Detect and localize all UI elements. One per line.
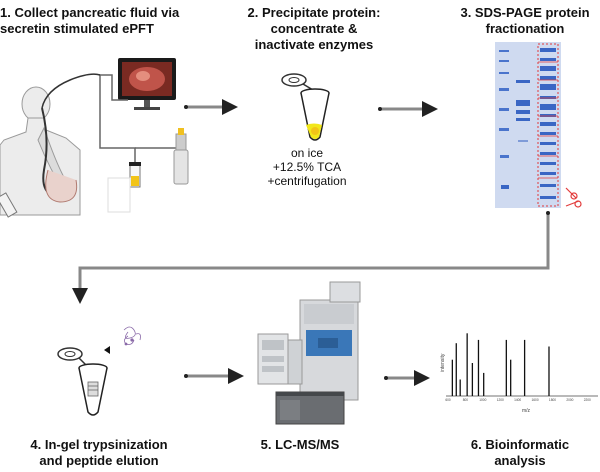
mass-spectrum-chart: intensity m/z 600 800 1000 1200 1400 1600 1800… xyxy=(440,333,598,414)
step4-title-line2: and peptide elution xyxy=(39,453,159,468)
arrow-step1-to-step2 xyxy=(184,99,238,115)
gel-lane-sample1 xyxy=(516,80,530,142)
step3-title-line1: 3. SDS-PAGE protein xyxy=(460,5,590,20)
step6-title: 6. Bioinformatic analysis xyxy=(460,437,580,469)
step6-title-line1: 6. Bioinformatic xyxy=(470,437,570,452)
spectrum-tick-label: 1000 xyxy=(479,398,486,402)
endoscopy-illustration xyxy=(0,58,189,218)
step5-title: 5. LC-MS/MS xyxy=(245,437,355,453)
lc-ms-instrument xyxy=(257,281,361,425)
spectrum-ylabel: intensity xyxy=(440,353,446,372)
syringe-icon xyxy=(0,192,18,218)
note-on-ice: on ice xyxy=(290,146,324,160)
note-tca: +12.5% TCA xyxy=(272,160,342,174)
step2-title-line1: 2. Precipitate protein: xyxy=(247,5,381,20)
step2-title: 2. Precipitate protein: concentrate & in… xyxy=(224,5,404,53)
gel-slice-icon xyxy=(87,381,99,397)
digestion-tube-illustration xyxy=(57,326,141,416)
precipitation-tube-illustration xyxy=(281,73,330,141)
gel-lane-sample2 xyxy=(540,48,556,199)
step1-title-line1: 1. Collect pancreatic fluid via xyxy=(0,5,180,20)
precipitation-notes: on ice +12.5% TCA +centrifugation xyxy=(262,146,352,188)
sds-page-gel xyxy=(495,42,582,208)
spectrum-tick-label: 1600 xyxy=(532,398,539,402)
spectrum-tick-label: 2200 xyxy=(584,398,591,402)
step3-title: 3. SDS-PAGE protein fractionation xyxy=(450,5,600,37)
note-centrifugation: +centrifugation xyxy=(267,174,347,188)
spectrum-tick-label: 600 xyxy=(445,398,451,402)
spectrum-tick-label: 1800 xyxy=(549,398,556,402)
step4-title-line1: 4. In-gel trypsinization xyxy=(30,437,168,452)
step4-title: 4. In-gel trypsinization and peptide elu… xyxy=(14,437,184,469)
step6-title-line2: analysis xyxy=(494,453,546,468)
spectrum-tick-label: 1400 xyxy=(514,398,521,402)
workflow-arrows xyxy=(72,99,550,386)
arrow-step2-to-step3 xyxy=(378,101,438,117)
step1-title: 1. Collect pancreatic fluid via secretin… xyxy=(0,5,196,37)
trypsin-molecule-icon xyxy=(123,326,141,346)
arrow-step5-to-step6 xyxy=(384,370,430,386)
step2-title-line2: concentrate & xyxy=(270,21,358,36)
arrow-step4-to-step5 xyxy=(184,368,244,384)
step5-title-line1: 5. LC-MS/MS xyxy=(260,437,340,452)
monitor-icon xyxy=(118,58,176,110)
suction-canister-icon xyxy=(173,128,189,185)
spectrum-tick-label: 1200 xyxy=(497,398,504,402)
pointer-icon xyxy=(104,346,110,354)
arrow-step3-to-step4 xyxy=(72,211,550,304)
step1-title-line2: secretin stimulated ePFT xyxy=(0,21,154,36)
collection-tube-icon xyxy=(129,162,141,188)
step3-title-line2: fractionation xyxy=(485,21,565,36)
gel-lane-ladder xyxy=(499,50,509,189)
spectrum-tick-label: 800 xyxy=(463,398,469,402)
spectrum-xlabel: m/z xyxy=(522,408,531,414)
scissors-icon xyxy=(565,187,582,208)
step2-title-line3: inactivate enzymes xyxy=(254,37,374,52)
spectrum-tick-label: 2000 xyxy=(566,398,573,402)
